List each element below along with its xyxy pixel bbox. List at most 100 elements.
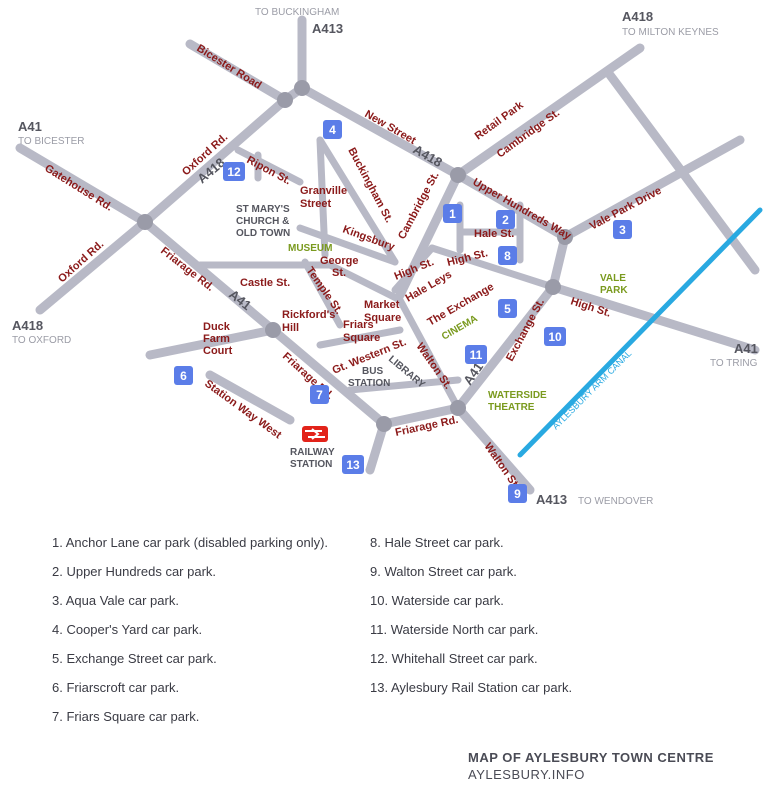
waterside-line-2: THEATRE [488, 402, 535, 413]
street-castle-st: Castle St. [240, 277, 290, 289]
roundabout-friarage-rd [376, 416, 392, 432]
road-ripon-st [234, 146, 304, 186]
vale-park-line-1: VALE [600, 273, 626, 284]
a418-ne-label: A418 [622, 9, 653, 24]
road-bus-station-link [346, 376, 462, 394]
map-footer: MAP OF AYLESBURY TOWN CENTRE AYLESBURY.I… [468, 750, 714, 782]
svg-text:11: 11 [470, 348, 483, 362]
car-park-marker-10[interactable]: 10 [544, 327, 566, 346]
street-granville-line-1: Granville [300, 185, 347, 197]
roundabout-a41-nw [137, 214, 153, 230]
a418-ring-north-label: A418 [411, 142, 445, 171]
roundabout-bicester-road [277, 92, 293, 108]
national-rail-icon [302, 426, 328, 442]
car-park-marker-2[interactable]: 2 [496, 210, 515, 229]
aylesbury-arm-canal [517, 207, 763, 458]
road-network [15, 15, 760, 495]
road-station-way-west [145, 325, 278, 360]
road-walton-st-north [396, 296, 462, 412]
legend-item: 9. Walton Street car park. [370, 564, 517, 579]
legend-item: 8. Hale Street car park. [370, 535, 504, 550]
bus-station-line-2: STATION [348, 378, 390, 389]
legend-item: 6. Friarscroft car park. [52, 680, 180, 695]
car-park-marker-11[interactable]: 11 [465, 345, 487, 364]
legend-item: 13. Aylesbury Rail Station car park. [370, 680, 573, 695]
car-park-marker-9[interactable]: 9 [508, 484, 527, 503]
svg-text:12: 12 [227, 165, 241, 179]
road-gt-western-st [316, 326, 404, 349]
road-a41-bicester [15, 143, 150, 227]
svg-text:13: 13 [346, 458, 360, 472]
street-granville-line-2: Street [300, 198, 332, 210]
road-high-st-west [391, 244, 436, 294]
road-upper-hundreds-way [453, 170, 570, 242]
roundabout-vale-park [557, 229, 573, 245]
road-friarage-rd-s [379, 403, 463, 429]
road-friarage-rd-sw [268, 325, 389, 429]
road-ring-east [548, 232, 570, 292]
site-link[interactable]: AYLESBURY.INFO [468, 767, 585, 782]
town-map: TO BUCKINGHAM A413 A418 TO MILTON KEYNES… [12, 7, 763, 507]
street-duck-line-1: Duck [203, 321, 231, 333]
street-george-line-2: St. [332, 267, 346, 279]
roundabout-walton-st [450, 400, 466, 416]
legend-item: 12. Whitehall Street car park. [370, 651, 538, 666]
street-labels: Bicester Road Oxford Rd. Ripon St. Gateh… [42, 42, 663, 491]
road-a418-ne [453, 43, 645, 180]
roundabout-a413-north [294, 80, 310, 96]
car-park-marker-4[interactable]: 4 [323, 120, 342, 139]
map-title: MAP OF AYLESBURY TOWN CENTRE [468, 750, 714, 765]
a413-s-destination: TO WENDOVER [578, 496, 653, 507]
road-oxford-rd-ne [140, 95, 290, 227]
street-bicester-road: Bicester Road [194, 42, 263, 91]
roundabout-a41-sw [265, 322, 281, 338]
road-vale-park-drive [560, 135, 745, 242]
car-park-markers[interactable]: 1 2 3 4 5 6 7 8 9 10 11 12 13 [174, 120, 632, 503]
a413-north-destination: TO BUCKINGHAM [255, 7, 339, 18]
street-market-line-1: Market [364, 299, 400, 311]
bus-station-line-1: BUS [362, 366, 383, 377]
a418-ne-destination: TO MILTON KEYNES [622, 27, 719, 38]
road-kingsbury [296, 224, 399, 266]
car-park-marker-8[interactable]: 8 [498, 246, 517, 265]
svg-text:3: 3 [619, 223, 626, 237]
road-station-approach [365, 419, 389, 475]
street-george-line-1: George [320, 255, 359, 267]
legend-item: 10. Waterside car park. [370, 593, 504, 608]
vale-park-line-2: PARK [600, 285, 628, 296]
car-park-marker-1[interactable]: 1 [443, 204, 462, 223]
a418-sw-label: A418 [12, 318, 43, 333]
car-park-marker-13[interactable]: 13 [342, 455, 364, 474]
railway-station-line-1: RAILWAY [290, 447, 335, 458]
railway-station-line-2: STATION [290, 459, 332, 470]
road-market-link [326, 261, 404, 304]
st-marys-line-1: ST MARY'S [236, 204, 290, 215]
legend-item: 5. Exchange Street car park. [52, 651, 217, 666]
roundabouts [137, 80, 573, 432]
svg-text:7: 7 [316, 388, 323, 402]
car-park-marker-5[interactable]: 5 [498, 299, 517, 318]
street-duck-line-2: Farm [203, 333, 230, 345]
street-duck-line-3: Court [203, 345, 233, 357]
svg-text:4: 4 [329, 123, 336, 137]
roundabout-a418-ne [450, 167, 466, 183]
svg-text:2: 2 [502, 213, 509, 227]
car-park-legend-left: 1. Anchor Lane car park (disabled parkin… [52, 528, 328, 731]
st-marys-line-3: OLD TOWN [236, 228, 290, 239]
svg-text:6: 6 [180, 369, 187, 383]
road-friarage-rd-w [140, 217, 278, 335]
a418-sw-destination: TO OXFORD [12, 335, 71, 346]
st-marys-line-2: CHURCH & [236, 216, 289, 227]
street-buckingham-st: Buckingham St. [345, 146, 395, 225]
car-park-marker-12[interactable]: 12 [223, 162, 245, 181]
car-park-marker-6[interactable]: 6 [174, 366, 193, 385]
car-park-marker-3[interactable]: 3 [613, 220, 632, 239]
street-gatehouse-rd: Gatehouse Rd. [42, 162, 114, 213]
road-buckingham-st [316, 136, 399, 266]
svg-text:1: 1 [449, 207, 456, 221]
car-park-marker-7[interactable]: 7 [310, 385, 329, 404]
a41-e-destination: TO TRING [710, 358, 758, 369]
a413-north-label: A413 [312, 21, 343, 36]
street-market-line-2: Square [364, 312, 401, 324]
a41-nw-label: A41 [18, 119, 42, 134]
